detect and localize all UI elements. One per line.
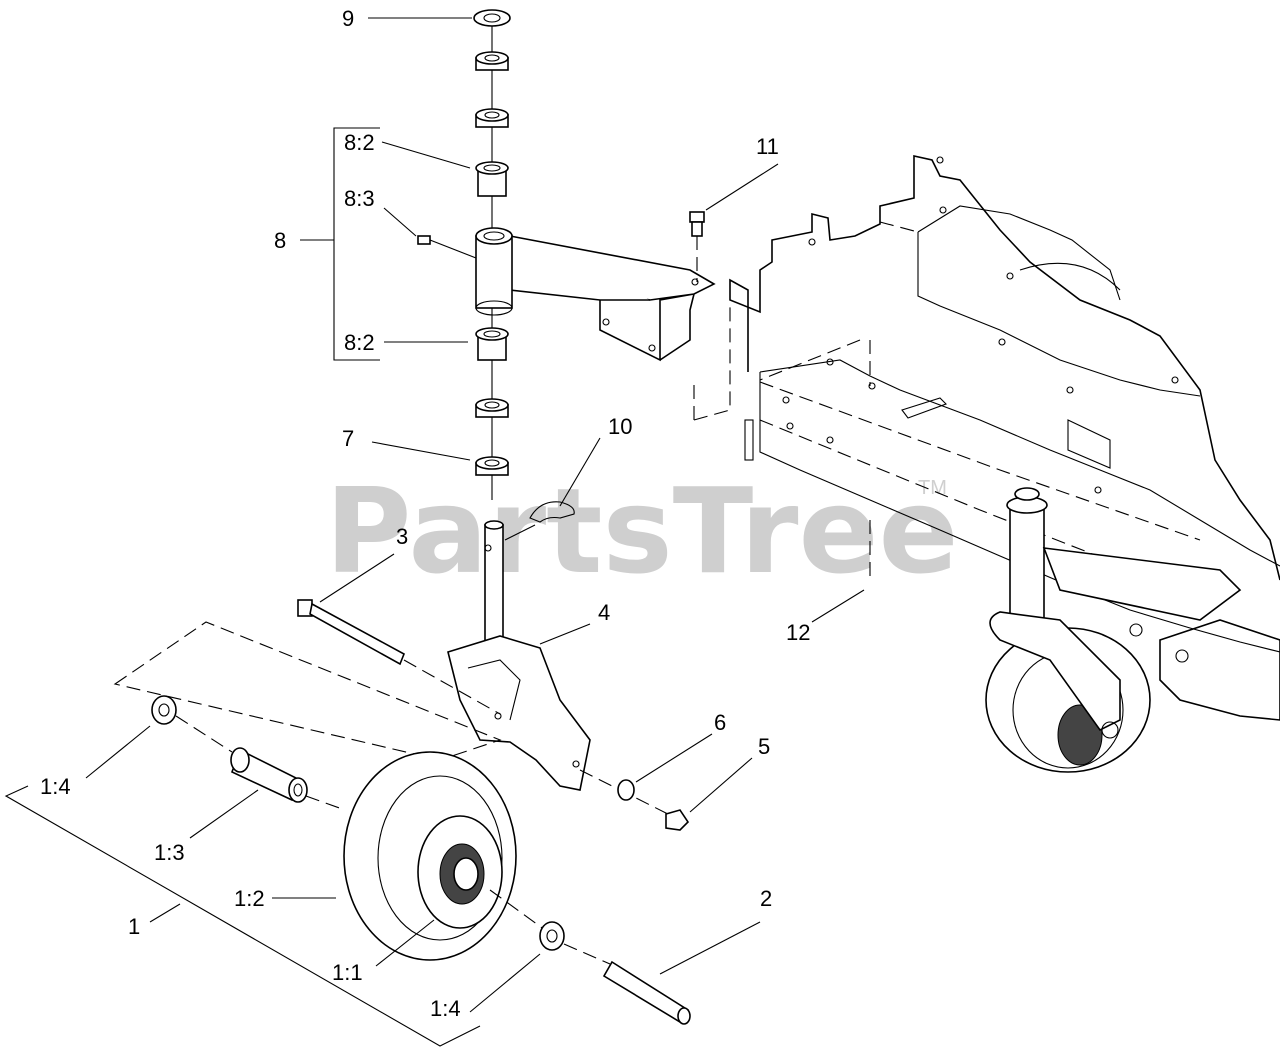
callout-8-3: 8:3 xyxy=(344,186,375,211)
leader-lines xyxy=(4,17,865,1047)
callout-9: 9 xyxy=(342,6,354,31)
callout-1-2: 1:2 xyxy=(234,886,265,911)
callout-1-1: 1:1 xyxy=(332,960,363,985)
mower-deck-frame xyxy=(693,155,1280,721)
caster-arm xyxy=(417,227,716,362)
callout-12: 12 xyxy=(786,620,810,645)
callout-1-3: 1:3 xyxy=(154,840,185,865)
wheel-assembly xyxy=(113,621,691,1025)
bolt-3 xyxy=(297,599,501,715)
callout-6: 6 xyxy=(714,710,726,735)
callout-8-2-top: 8:2 xyxy=(344,130,375,155)
callout-2: 2 xyxy=(760,886,772,911)
watermark-trademark: TM xyxy=(918,477,947,499)
callout-1-4-bottom: 1:4 xyxy=(430,996,461,1021)
callout-3: 3 xyxy=(396,524,408,549)
callout-11: 11 xyxy=(756,134,779,159)
pivot-axis-parts xyxy=(473,9,511,500)
callout-8: 8 xyxy=(274,228,286,253)
callout-1-4-top: 1:4 xyxy=(40,774,71,799)
callout-7: 7 xyxy=(342,426,354,451)
caster-fork xyxy=(447,501,591,791)
callout-10: 10 xyxy=(608,414,632,439)
assembled-caster-wheel xyxy=(985,487,1242,773)
callout-4: 4 xyxy=(598,600,610,625)
callout-labels: 9 8:2 8:3 8 8:2 11 10 7 3 4 12 6 5 1:4 1… xyxy=(40,6,810,1021)
watermark-brand: PartsTree xyxy=(325,462,959,600)
callout-5: 5 xyxy=(758,734,770,759)
callout-8-2-bottom: 8:2 xyxy=(344,330,375,355)
callout-1: 1 xyxy=(128,914,140,939)
washer-and-nut xyxy=(579,769,690,831)
bolt-11 xyxy=(689,211,705,282)
watermark: PartsTree TM xyxy=(325,462,959,600)
